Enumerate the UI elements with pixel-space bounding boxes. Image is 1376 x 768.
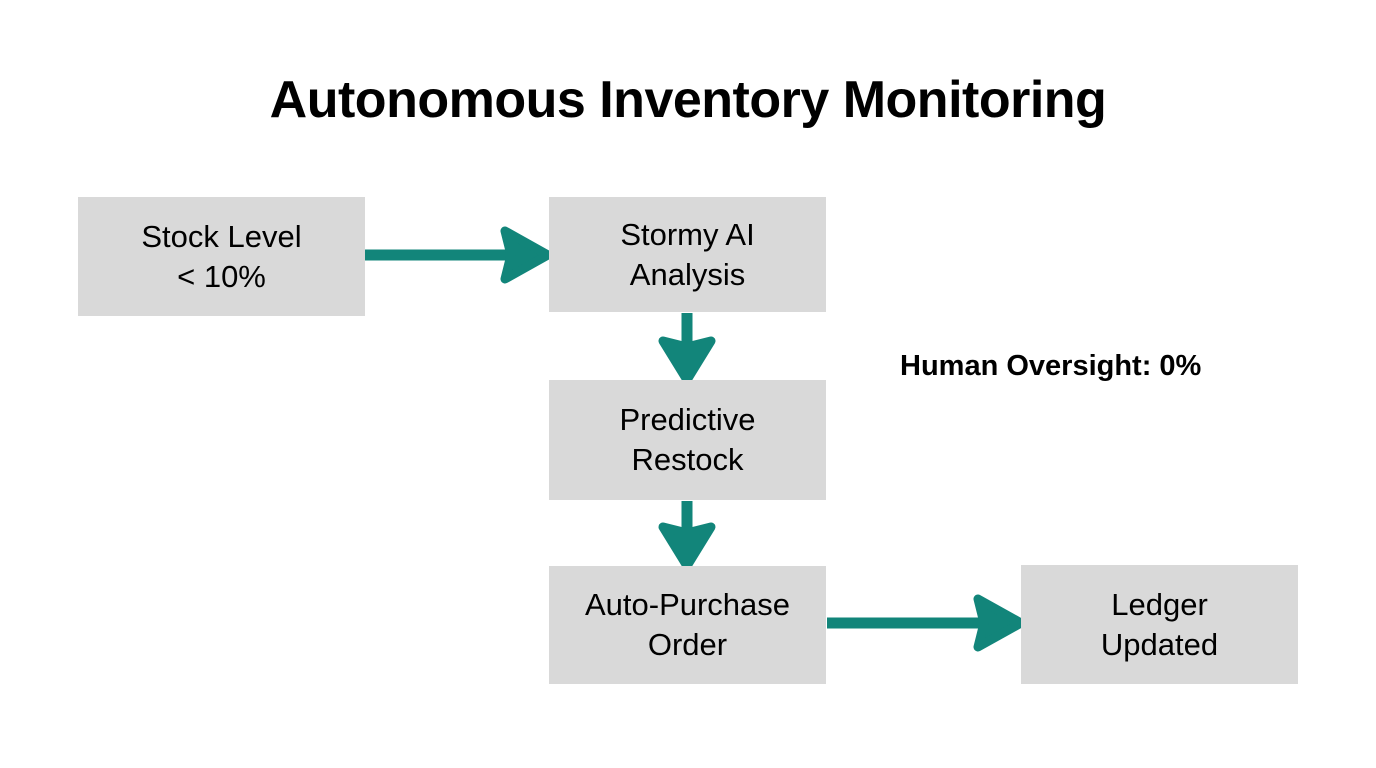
- node-auto-purchase-order[interactable]: Auto-Purchase Order: [549, 566, 826, 684]
- node-line-2: Order: [647, 627, 728, 662]
- node-stock-level[interactable]: Stock Level < 10%: [78, 197, 365, 316]
- node-line-2: Updated: [1100, 626, 1219, 662]
- node-line-1: Auto-Purchase: [584, 587, 791, 623]
- node-line-1: Ledger: [1111, 586, 1208, 622]
- node-line-1: Stock Level: [141, 218, 302, 254]
- arrow-stormy-to-predictive: [658, 313, 716, 385]
- human-oversight-label: Human Oversight: 0%: [900, 350, 1202, 382]
- node-predictive-restock[interactable]: Predictive Restock: [549, 380, 826, 500]
- arrow-stock-to-stormy: [365, 226, 553, 284]
- page-title: Autonomous Inventory Monitoring: [269, 71, 1107, 129]
- arrow-predictive-to-auto-purchase: [658, 501, 716, 571]
- node-line-2: Analysis: [629, 256, 746, 292]
- node-line-1: Predictive: [619, 402, 756, 438]
- node-line-2: < 10%: [177, 258, 266, 294]
- node-stormy-ai-analysis[interactable]: Stormy AI Analysis: [549, 197, 826, 312]
- arrow-auto-purchase-to-ledger: [827, 594, 1026, 652]
- node-ledger-updated[interactable]: Ledger Updated: [1021, 565, 1298, 684]
- node-line-2: Restock: [631, 442, 744, 477]
- node-line-1: Stormy AI: [620, 216, 755, 252]
